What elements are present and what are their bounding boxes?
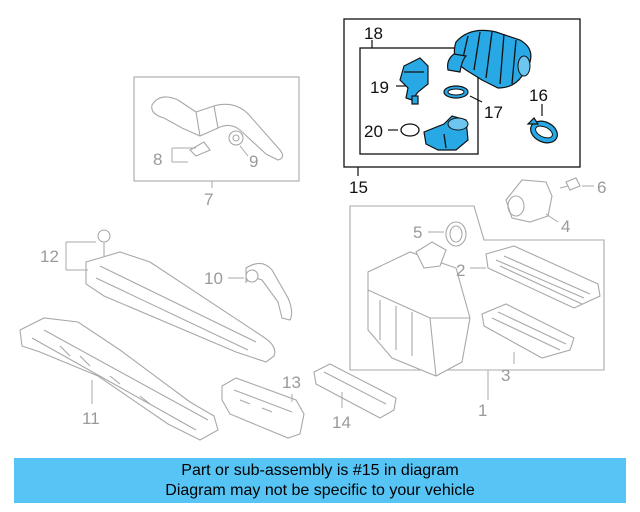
exploded-parts-diagram: 1 2 3 4 5 6 7 8 9 10 11 12 13 14 15 16 1…: [19, 18, 606, 441]
leader-17: [469, 95, 483, 103]
intake-hose-grey: [151, 96, 284, 161]
sensor-4-port: [507, 195, 525, 217]
hose-20: [400, 115, 469, 151]
label-part-19[interactable]: 19: [370, 78, 389, 97]
label-part-10: 10: [204, 269, 223, 288]
label-part-6: 6: [597, 178, 606, 197]
part-7-frame: [133, 76, 300, 182]
label-part-5: 5: [413, 223, 422, 242]
filter-3-pleats: [491, 311, 567, 351]
part-15-frame: [343, 18, 581, 168]
label-part-8: 8: [153, 150, 162, 169]
part-15-assembly[interactable]: [343, 18, 581, 176]
part-10-group[interactable]: [228, 262, 293, 321]
part-11-group[interactable]: [19, 317, 219, 441]
grommet-9-hole: [232, 134, 240, 142]
label-part-13: 13: [282, 373, 301, 392]
label-part-20[interactable]: 20: [364, 122, 383, 141]
part-12-group[interactable]: [65, 229, 276, 363]
duct-11-details: [31, 329, 209, 431]
label-part-7: 7: [204, 190, 213, 209]
filter-2: [485, 245, 601, 309]
part-1-group[interactable]: [349, 205, 605, 400]
label-part-16[interactable]: 16: [529, 86, 548, 105]
part-5-group[interactable]: [428, 221, 467, 247]
part-1-frame: [349, 205, 605, 371]
label-part-17[interactable]: 17: [484, 103, 503, 122]
label-part-12: 12: [40, 247, 59, 266]
filter-2-pleats: [495, 255, 591, 305]
part-13-group[interactable]: [221, 377, 305, 439]
part-7-group[interactable]: [133, 76, 300, 188]
leader-4: [545, 213, 559, 223]
airbox-inlet: [415, 241, 447, 269]
label-part-2: 2: [456, 261, 465, 280]
panel-14: [313, 363, 397, 419]
duct-12-edges: [95, 265, 257, 351]
part-4-group[interactable]: [505, 179, 559, 223]
label-part-11: 11: [82, 409, 100, 428]
label-part-18[interactable]: 18: [364, 24, 383, 43]
screw-8: [189, 141, 211, 157]
label-part-15[interactable]: 15: [349, 178, 368, 197]
bolt-12: [97, 229, 111, 243]
duct-11: [19, 317, 219, 441]
seal-ring-5: [445, 221, 467, 247]
banner-line-1: Part or sub-assembly is #15 in diagram: [181, 462, 459, 479]
screw-6: [565, 177, 581, 191]
hose-ribs: [195, 105, 219, 137]
label-part-9: 9: [249, 152, 258, 171]
screw-6-shank: [559, 185, 569, 189]
grommet-9: [228, 130, 244, 146]
label-part-14: 14: [332, 413, 351, 432]
banner-line-2: Diagram may not be specific to your vehi…: [165, 482, 475, 499]
airbox-1-details: [367, 289, 470, 377]
label-part-1: 1: [478, 401, 487, 420]
airbox-1: [367, 251, 471, 377]
leader-9: [239, 145, 249, 157]
bracket-13-details: [233, 389, 293, 413]
sensor-4: [505, 179, 553, 223]
air-duct-12: [85, 251, 276, 363]
leader-12: [65, 241, 96, 271]
clamp-16: [526, 117, 558, 144]
panel-14-edge: [323, 371, 387, 405]
blue-air-hose: [447, 29, 532, 89]
part-18-frame: [359, 47, 479, 155]
leader-8: [171, 147, 196, 163]
valve-19: [399, 57, 429, 105]
part-14-group[interactable]: [313, 363, 397, 419]
part-6-group[interactable]: [559, 177, 594, 191]
part-2-group[interactable]: [470, 245, 601, 309]
part-3-group[interactable]: [481, 303, 575, 364]
label-part-4: 4: [561, 217, 570, 236]
seal-ring-5-inner: [449, 225, 463, 243]
info-banner: Part or sub-assembly is #15 in diagram D…: [14, 458, 626, 503]
hose-10-end: [245, 269, 259, 283]
filter-3: [481, 303, 575, 359]
label-part-3: 3: [501, 366, 510, 385]
clamp-17: [443, 85, 469, 99]
